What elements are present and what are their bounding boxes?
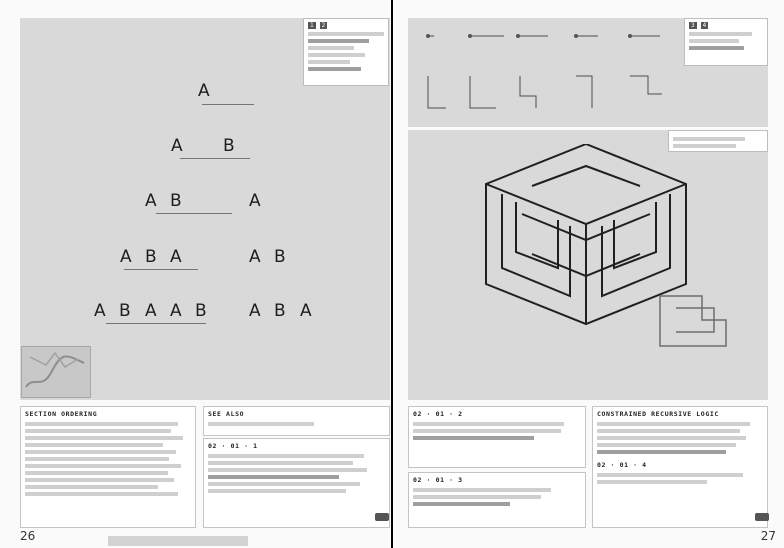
diagram-letter: B bbox=[170, 191, 182, 211]
subhead-a: 02 · 01 · 1 bbox=[208, 443, 385, 450]
diagram-letter: A bbox=[120, 247, 132, 267]
diagram-letter: B bbox=[145, 247, 157, 267]
caption-mark-2: 2 bbox=[320, 22, 328, 29]
diagram-letter: A bbox=[145, 191, 157, 211]
diagram-letter: B bbox=[274, 301, 286, 321]
diagram-letter: A bbox=[145, 301, 157, 321]
left-page-number: 26 bbox=[20, 529, 35, 543]
diagram-letter: A bbox=[249, 301, 261, 321]
sub-right: 02 · 01 · 4 bbox=[597, 462, 763, 469]
diagram-letter: B bbox=[119, 301, 131, 321]
diagram-letter: A bbox=[300, 301, 312, 321]
diagram-letter: A bbox=[170, 301, 182, 321]
diagram-letter: A bbox=[198, 81, 210, 101]
right-text-block-b: 02 · 01 · 3 bbox=[408, 472, 586, 528]
cube-diagram-panel bbox=[408, 130, 768, 400]
diagram-letter: B bbox=[195, 301, 207, 321]
right-page: 3 4 bbox=[393, 0, 784, 548]
diagram-letter: A bbox=[171, 136, 183, 156]
top-diagram-panel: 3 4 bbox=[408, 18, 768, 127]
thumbnail-image bbox=[21, 346, 91, 398]
left-top-note: SEE ALSO bbox=[203, 406, 390, 436]
footer-logo bbox=[375, 513, 389, 521]
see-also-title: SEE ALSO bbox=[208, 411, 385, 418]
diagram-letter: B bbox=[274, 247, 286, 267]
right-text-block-c: CONSTRAINED RECURSIVE LOGIC 02 · 01 · 4 bbox=[592, 406, 768, 528]
diagram-letter: A bbox=[249, 191, 261, 211]
left-figure-caption: 1 2 bbox=[303, 18, 389, 86]
footer-logo bbox=[755, 513, 769, 521]
left-secondary-block: 02 · 01 · 1 bbox=[203, 438, 390, 528]
section-title: SECTION ORDERING bbox=[25, 411, 191, 418]
diagram-letter: A bbox=[170, 247, 182, 267]
diagram-letter: B bbox=[223, 136, 235, 156]
lower-title-left: 02 · 01 · 2 bbox=[413, 411, 581, 418]
left-diagram-panel: 1 2 A A B A B A bbox=[20, 18, 390, 400]
left-page: 1 2 A A B A B A bbox=[0, 0, 391, 548]
diagram-letter: A bbox=[94, 301, 106, 321]
diagram-letter: A bbox=[249, 247, 261, 267]
lower-title-right: CONSTRAINED RECURSIVE LOGIC bbox=[597, 411, 763, 418]
left-text-block: SECTION ORDERING bbox=[20, 406, 196, 528]
right-page-number: 27 bbox=[761, 529, 776, 543]
caption-mark-1: 1 bbox=[308, 22, 316, 29]
bottom-strip bbox=[108, 536, 248, 546]
right-text-block-a: 02 · 01 · 2 bbox=[408, 406, 586, 468]
sub-left: 02 · 01 · 3 bbox=[413, 477, 581, 484]
